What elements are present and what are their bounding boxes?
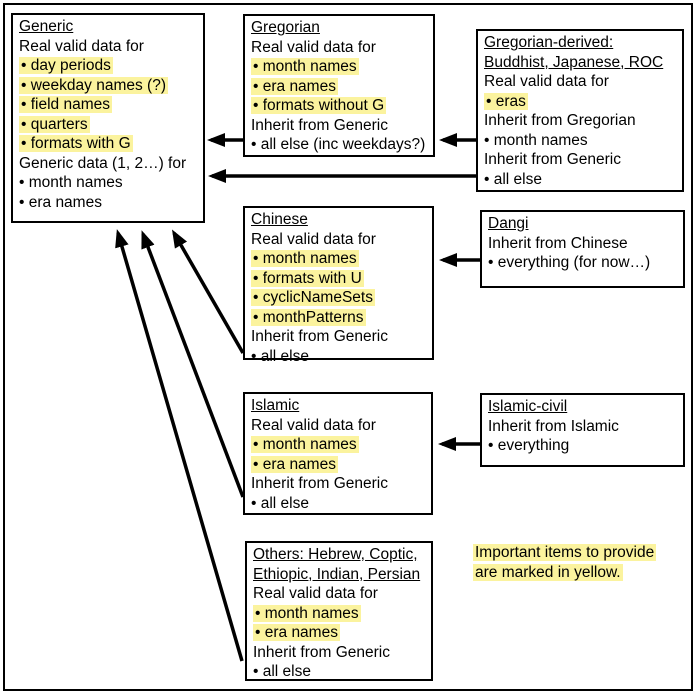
box-islamic-civil: Islamic-civil Inherit from Islamic • eve… (480, 393, 685, 467)
box-generic: Generic Real valid data for • day period… (11, 13, 205, 223)
text-line: • all else (253, 663, 311, 680)
box-gregorian-title: Gregorian (251, 19, 320, 36)
text-line: • all else (inc weekdays?) (251, 136, 426, 153)
legend-note: Important items to provide are marked in… (473, 543, 657, 582)
box-gregorian: Gregorian Real valid data for • month na… (243, 14, 435, 157)
text-line: • month names (19, 174, 123, 191)
text-line: • cyclicNameSets (251, 289, 375, 306)
text-line: Inherit from Islamic (488, 417, 619, 435)
text-line: • era names (19, 193, 102, 211)
box-others-title2: Ethiopic, Indian, Persian (253, 565, 421, 583)
text-line: • eras (484, 92, 528, 110)
box-chinese-title: Chinese (251, 211, 308, 228)
box-chinese: Chinese Real valid data for • month name… (243, 206, 434, 365)
box-islamic-civil-title: Islamic-civil (488, 398, 568, 415)
text-line: • era names (251, 77, 338, 95)
text-line: • month names (251, 250, 359, 267)
text-line: Inherit from Generic (484, 151, 621, 168)
text-line: • month names (251, 58, 359, 75)
box-gregorian-derived: Gregorian-derived: Buddhist, Japanese, R… (476, 29, 684, 192)
text-line: • weekday names (?) (19, 76, 168, 94)
box-islamic: Islamic Real valid data for • month name… (243, 392, 433, 515)
legend-note-line: Important items to provide (473, 544, 657, 561)
text-line: • all else (484, 170, 542, 188)
text-line: Inherit from Generic (251, 328, 388, 345)
text-line: • month names (251, 436, 359, 453)
text-line: Real valid data for (251, 416, 376, 434)
text-line: • day periods (19, 57, 113, 74)
arrow-chinese-to-generic (172, 229, 245, 354)
box-others: Others: Hebrew, Coptic, Ethiopic, Indian… (245, 541, 433, 681)
text-line: Real valid data for (253, 585, 378, 602)
box-gregorian-derived-title2: Buddhist, Japanese, ROC (484, 53, 664, 71)
text-line: • era names (251, 455, 338, 473)
text-line: Inherit from Generic (251, 116, 388, 134)
outer-border (3, 3, 693, 691)
text-line: • formats without G (251, 97, 387, 114)
text-line: • quarters (19, 115, 90, 133)
legend-note-line: are marked in yellow. (473, 563, 623, 581)
text-line: • month names (484, 131, 588, 149)
text-line: Real valid data for (251, 230, 376, 248)
text-line: Real valid data for (251, 38, 376, 56)
box-others-title: Others: Hebrew, Coptic, (253, 546, 418, 563)
text-line: Inherit from Generic (253, 643, 390, 661)
text-line: • field names (19, 96, 112, 113)
text-line: Inherit from Chinese (488, 234, 628, 252)
text-line: Inherit from Generic (251, 475, 388, 492)
text-line: • everything (488, 437, 570, 454)
text-line: • all else (251, 494, 309, 512)
text-line: Inherit from Gregorian (484, 112, 636, 129)
text-line: • formats with U (251, 269, 364, 287)
box-dangi-title: Dangi (488, 215, 529, 232)
text-line: • formats with G (19, 135, 133, 152)
text-line: • month names (253, 604, 361, 622)
text-line: Generic data (1, 2…) for (19, 154, 187, 172)
box-gregorian-derived-title: Gregorian-derived: (484, 34, 614, 51)
text-line: • all else (251, 347, 309, 365)
text-line: Real valid data for (19, 37, 144, 55)
text-line: • era names (253, 624, 340, 641)
box-islamic-title: Islamic (251, 397, 300, 414)
text-line: • monthPatterns (251, 308, 366, 326)
arrow-islamic-to-generic (141, 230, 245, 498)
arrow-others-to-generic (115, 229, 244, 662)
box-generic-title: Generic (19, 18, 74, 35)
text-line: • everything (for now…) (488, 254, 651, 271)
box-dangi: Dangi Inherit from Chinese • everything … (480, 210, 685, 288)
text-line: Real valid data for (484, 73, 609, 90)
